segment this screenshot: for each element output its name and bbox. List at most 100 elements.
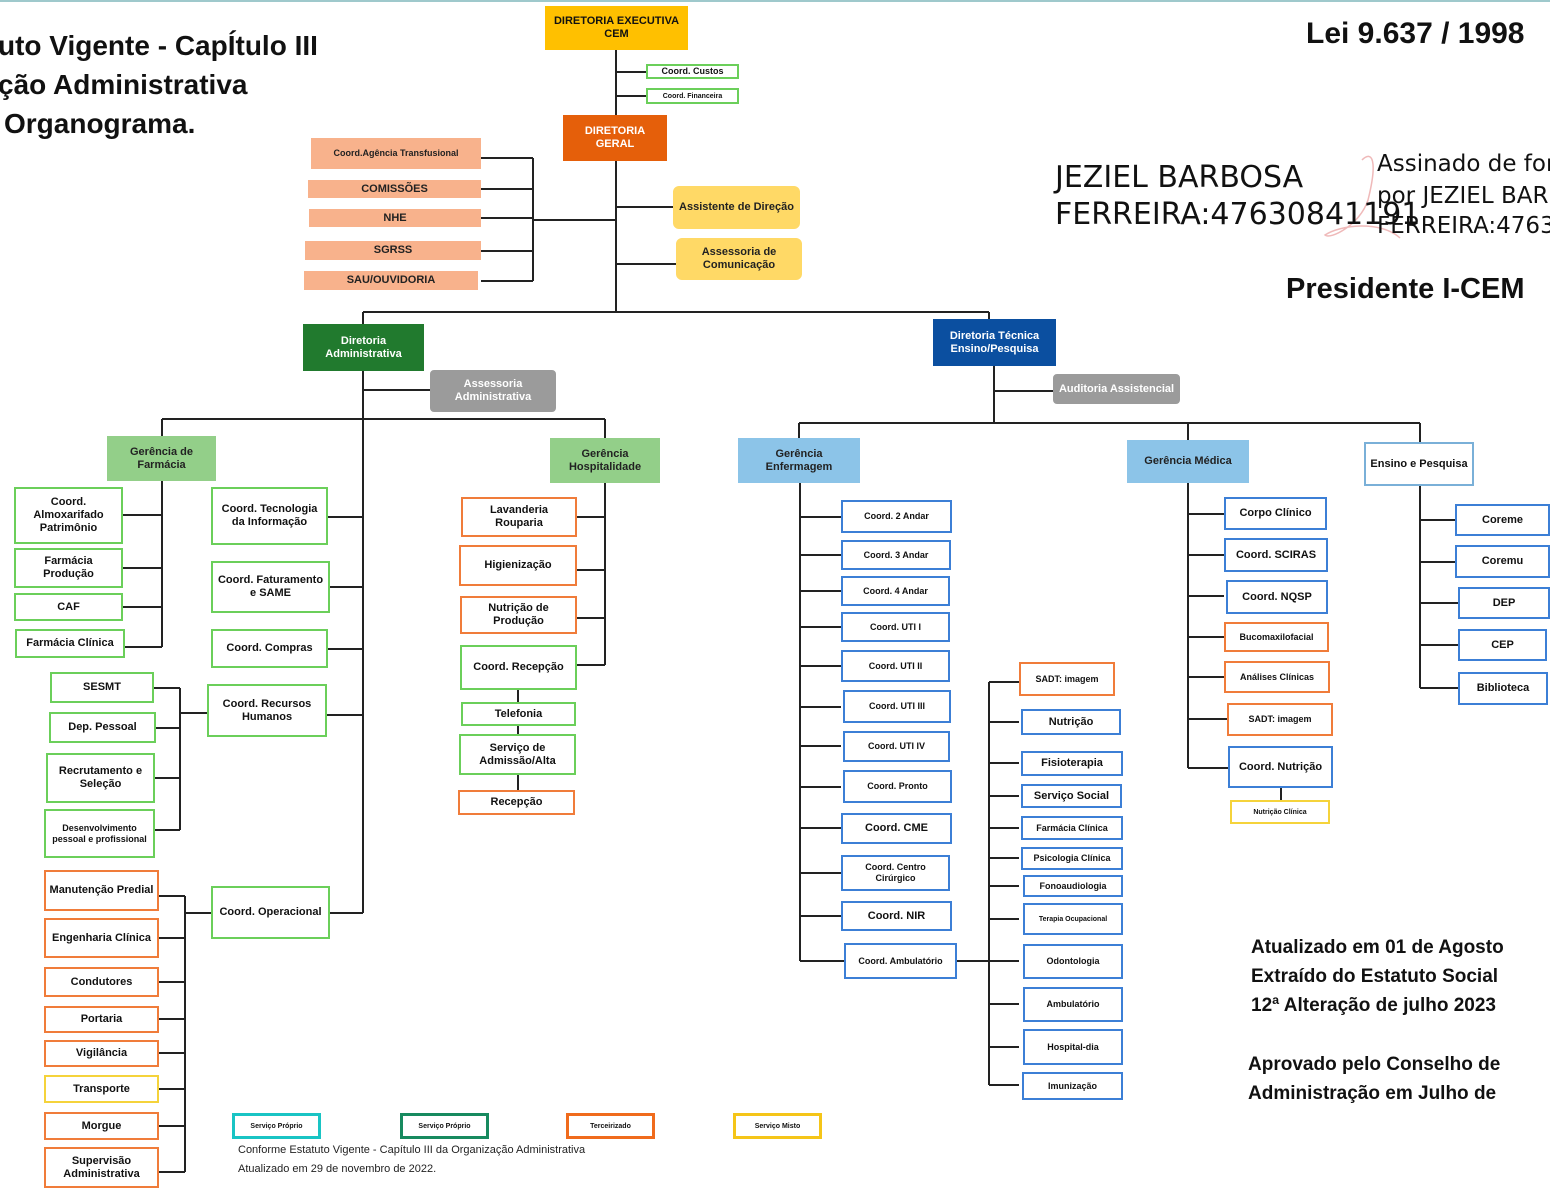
op-item-condutores: Condutores [44,967,159,997]
op-item-engenharia: Engenharia Clínica [44,918,159,958]
footer-line3: 12ª Alteração de julho 2023 [1251,995,1496,1016]
sau-ouvidoria-box: SAU/OUVIDORIA [304,271,478,290]
hosp-item-admissao: Serviço de Admissão/Alta [459,734,576,775]
op-item-vigilancia: Vigilância [44,1040,159,1067]
law-reference: Lei 9.637 / 1998 [1306,17,1525,50]
note-atualizado: Atualizado em 29 de novembro de 2022. [238,1163,437,1175]
farmacia-item-producao: Farmácia Produção [14,548,123,588]
diretoria-geral-box: DIRETORIA GERAL [563,115,667,161]
hosp-item-recepcao-coord: Coord. Recepção [460,645,577,690]
assessoria-administrativa-box: Assessoria Administrativa [430,370,556,412]
multi-item-servico-social: Serviço Social [1021,784,1122,808]
enf-item-uti-4: Coord. UTI IV [843,731,950,762]
enf-item-nir: Coord. NIR [841,901,952,931]
hosp-item-nutricao-producao: Nutrição de Produção [460,596,577,634]
med-item-nqsp: Coord. NQSP [1226,580,1328,614]
ensino-item-biblioteca: Biblioteca [1458,672,1548,705]
rh-item-dep-pessoal: Dep. Pessoal [49,712,156,743]
president-label: Presidente I-CEM [1286,273,1525,305]
med-item-bucomaxilofacial: Bucomaxilofacial [1224,622,1329,652]
med-item-corpo-clinico: Corpo Clínico [1224,497,1327,530]
coord-compras-box: Coord. Compras [211,629,328,668]
coord-recursos-humanos-box: Coord. Recursos Humanos [207,684,327,737]
coord-financeira-box: Coord. Financeira [646,88,739,104]
footer-line2: Extraído do Estatuto Social [1251,966,1499,987]
op-item-morgue: Morgue [44,1112,159,1140]
coord-faturamento-box: Coord. Faturamento e SAME [211,561,330,613]
auditoria-assistencial-box: Auditoria Assistencial [1053,374,1180,404]
multi-item-odontologia: Odontologia [1023,944,1123,979]
hosp-item-lavanderia: Lavanderia Rouparia [461,497,577,537]
multi-item-sadt: SADT: imagem [1019,662,1115,696]
assistente-direcao-box: Assistente de Direção [673,186,800,229]
hosp-item-telefonia: Telefonia [461,702,576,726]
footer-line4: Aprovado pelo Conselho de [1248,1054,1501,1075]
multi-item-farmacia-clinica: Farmácia Clínica [1021,816,1123,840]
enf-item-4-andar: Coord. 4 Andar [841,576,950,606]
op-item-manutencao: Manutenção Predial [44,870,159,911]
coord-operacional-box: Coord. Operacional [211,886,330,939]
med-item-coord-nutricao: Coord. Nutrição [1228,746,1333,788]
enf-item-uti-1: Coord. UTI I [841,612,950,642]
diretoria-administrativa-box: Diretoria Administrativa [303,324,424,371]
legend-servico-proprio-2: Serviço Próprio [400,1113,489,1139]
multi-item-hospital-dia: Hospital-dia [1023,1029,1123,1065]
page-heading-line2: ção Administrativa [0,69,248,100]
diretoria-executiva-box: DIRETORIA EXECUTIVA CEM [545,6,688,50]
comissoes-box: COMISSÕES [308,180,481,198]
signed-by-line1: Assinado de forr [1377,151,1550,177]
gerencia-farmacia-box: Gerência de Farmácia [107,436,216,481]
enf-item-3-andar: Coord. 3 Andar [841,540,951,570]
gerencia-medica-box: Gerência Médica [1127,440,1249,483]
signer-name-line1: JEZIEL BARBOSA [1055,160,1304,195]
ensino-pesquisa-box: Ensino e Pesquisa [1364,442,1474,486]
farmacia-item-almoxarifado: Coord. Almoxarifado Patrimônio [14,487,123,544]
med-item-sciras: Coord. SCIRAS [1224,538,1328,572]
footer-line1: Atualizado em 01 de Agosto [1251,937,1504,958]
ensino-item-coremu: Coremu [1455,545,1550,578]
multi-item-psicologia: Psicologia Clínica [1021,847,1123,870]
multi-item-nutricao: Nutrição [1021,709,1121,735]
page-heading-line3: Organograma. [4,108,196,139]
multi-item-ambulatorio: Ambulatório [1023,987,1123,1022]
med-item-sadt: SADT: imagem [1227,703,1333,736]
hosp-item-recepcao: Recepção [458,790,575,815]
rh-item-desenvolvimento: Desenvolvimento pessoal e profissional [44,809,155,858]
farmacia-item-caf: CAF [14,593,123,621]
footer-line5: Administração em Julho de [1248,1083,1497,1104]
rh-item-sesmt: SESMT [50,672,154,703]
signer-name-line2: FERREIRA:47630841191 [1055,197,1421,232]
multi-item-fisioterapia: Fisioterapia [1021,751,1123,776]
farmacia-item-clinica: Farmácia Clínica [15,629,125,658]
hosp-item-higienizacao: Higienização [459,545,577,586]
op-item-portaria: Portaria [44,1006,159,1033]
multi-item-terapia-ocupacional: Terapia Ocupacional [1023,903,1123,935]
multi-item-fonoaudiologia: Fonoaudiologia [1023,875,1123,897]
coord-custos-box: Coord. Custos [646,64,739,79]
enf-item-2-andar: Coord. 2 Andar [841,500,952,533]
agencia-transfusional-box: Coord.Agência Transfusional [311,138,481,169]
nhe-box: NHE [309,209,481,227]
coord-tecnologia-box: Coord. Tecnologia da Informação [211,487,328,545]
med-item-nutricao-clinica: Nutrição Clínica [1230,800,1330,824]
enf-item-cme: Coord. CME [841,813,952,844]
assessoria-comunicacao-box: Assessoria de Comunicação [676,238,802,280]
enf-item-ambulatorio: Coord. Ambulatório [844,943,957,979]
diretoria-tecnica-box: Diretoria Técnica Ensino/Pesquisa [933,319,1056,366]
rh-item-recrutamento: Recrutamento e Seleção [46,753,155,803]
enf-item-uti-3: Coord. UTI III [843,690,951,723]
sgrss-box: SGRSS [305,241,481,260]
multi-item-imunizacao: Imunização [1022,1072,1123,1100]
enf-item-uti-2: Coord. UTI II [841,650,950,682]
legend-servico-misto: Serviço Misto [733,1113,822,1139]
gerencia-hospitalidade-box: Gerência Hospitalidade [550,438,660,483]
enf-item-centro-cirurgico: Coord. Centro Cirúrgico [841,855,950,891]
legend-servico-proprio-1: Serviço Próprio [232,1113,321,1139]
med-item-analises: Análises Clínicas [1224,661,1330,693]
legend-terceirizado: Terceirizado [566,1113,655,1139]
ensino-item-dep: DEP [1458,587,1550,619]
gerencia-enfermagem-box: Gerência Enfermagem [738,438,860,483]
signed-by-line2: por JEZIEL BARB [1377,183,1550,209]
enf-item-pronto: Coord. Pronto [843,770,952,803]
